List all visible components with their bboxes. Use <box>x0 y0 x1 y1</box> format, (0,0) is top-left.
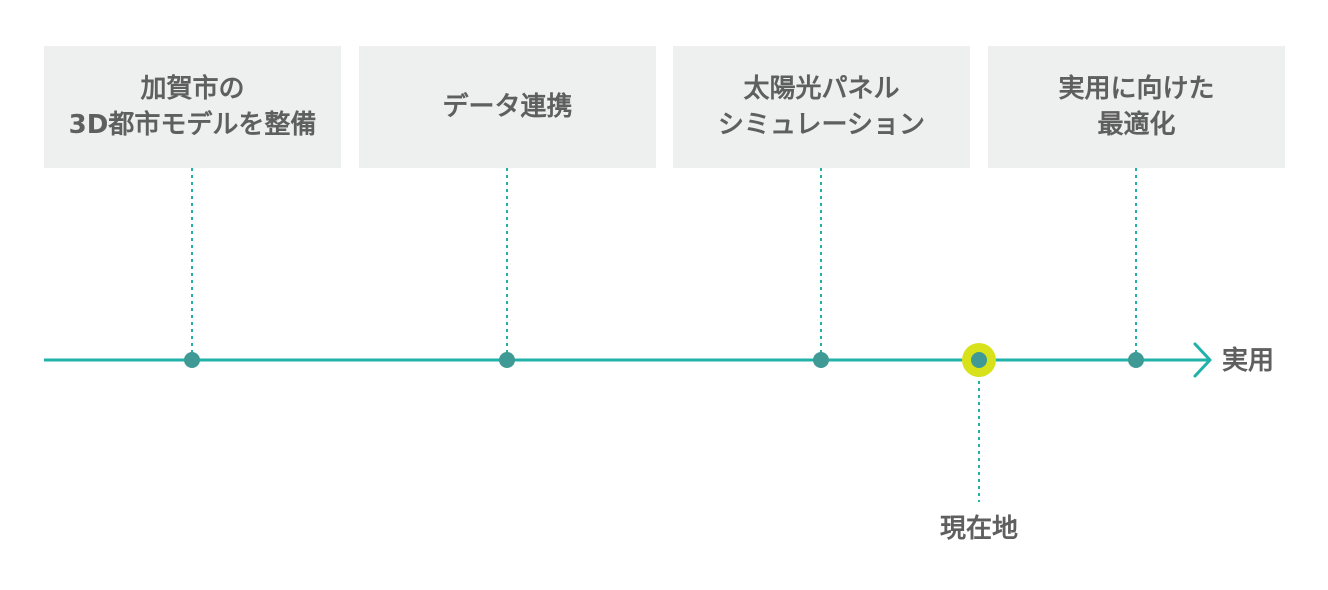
current-position-label: 現在地 <box>939 514 1018 544</box>
milestone-label-1: 加賀市の 3D都市モデルを整備 <box>68 74 317 140</box>
arrow-head-icon <box>1193 342 1212 378</box>
milestone-node-4 <box>1128 352 1144 368</box>
milestone-node-2 <box>499 352 515 368</box>
current-node <box>971 352 987 368</box>
milestone-label-3: 太陽光パネル シミュレーション <box>718 74 925 140</box>
milestone-box-2: データ連携 <box>359 46 656 168</box>
milestone-box-4: 実用に向けた 最適化 <box>988 46 1285 168</box>
milestone-label-4: 実用に向けた 最適化 <box>1058 74 1215 140</box>
milestone-label-2: データ連携 <box>442 92 573 122</box>
milestone-node-3 <box>813 352 829 368</box>
milestone-box-3: 太陽光パネル シミュレーション <box>673 46 970 168</box>
milestone-node-1 <box>184 352 200 368</box>
milestone-box-1: 加賀市の 3D都市モデルを整備 <box>44 46 341 168</box>
timeline-end-label: 実用 <box>1222 346 1275 376</box>
